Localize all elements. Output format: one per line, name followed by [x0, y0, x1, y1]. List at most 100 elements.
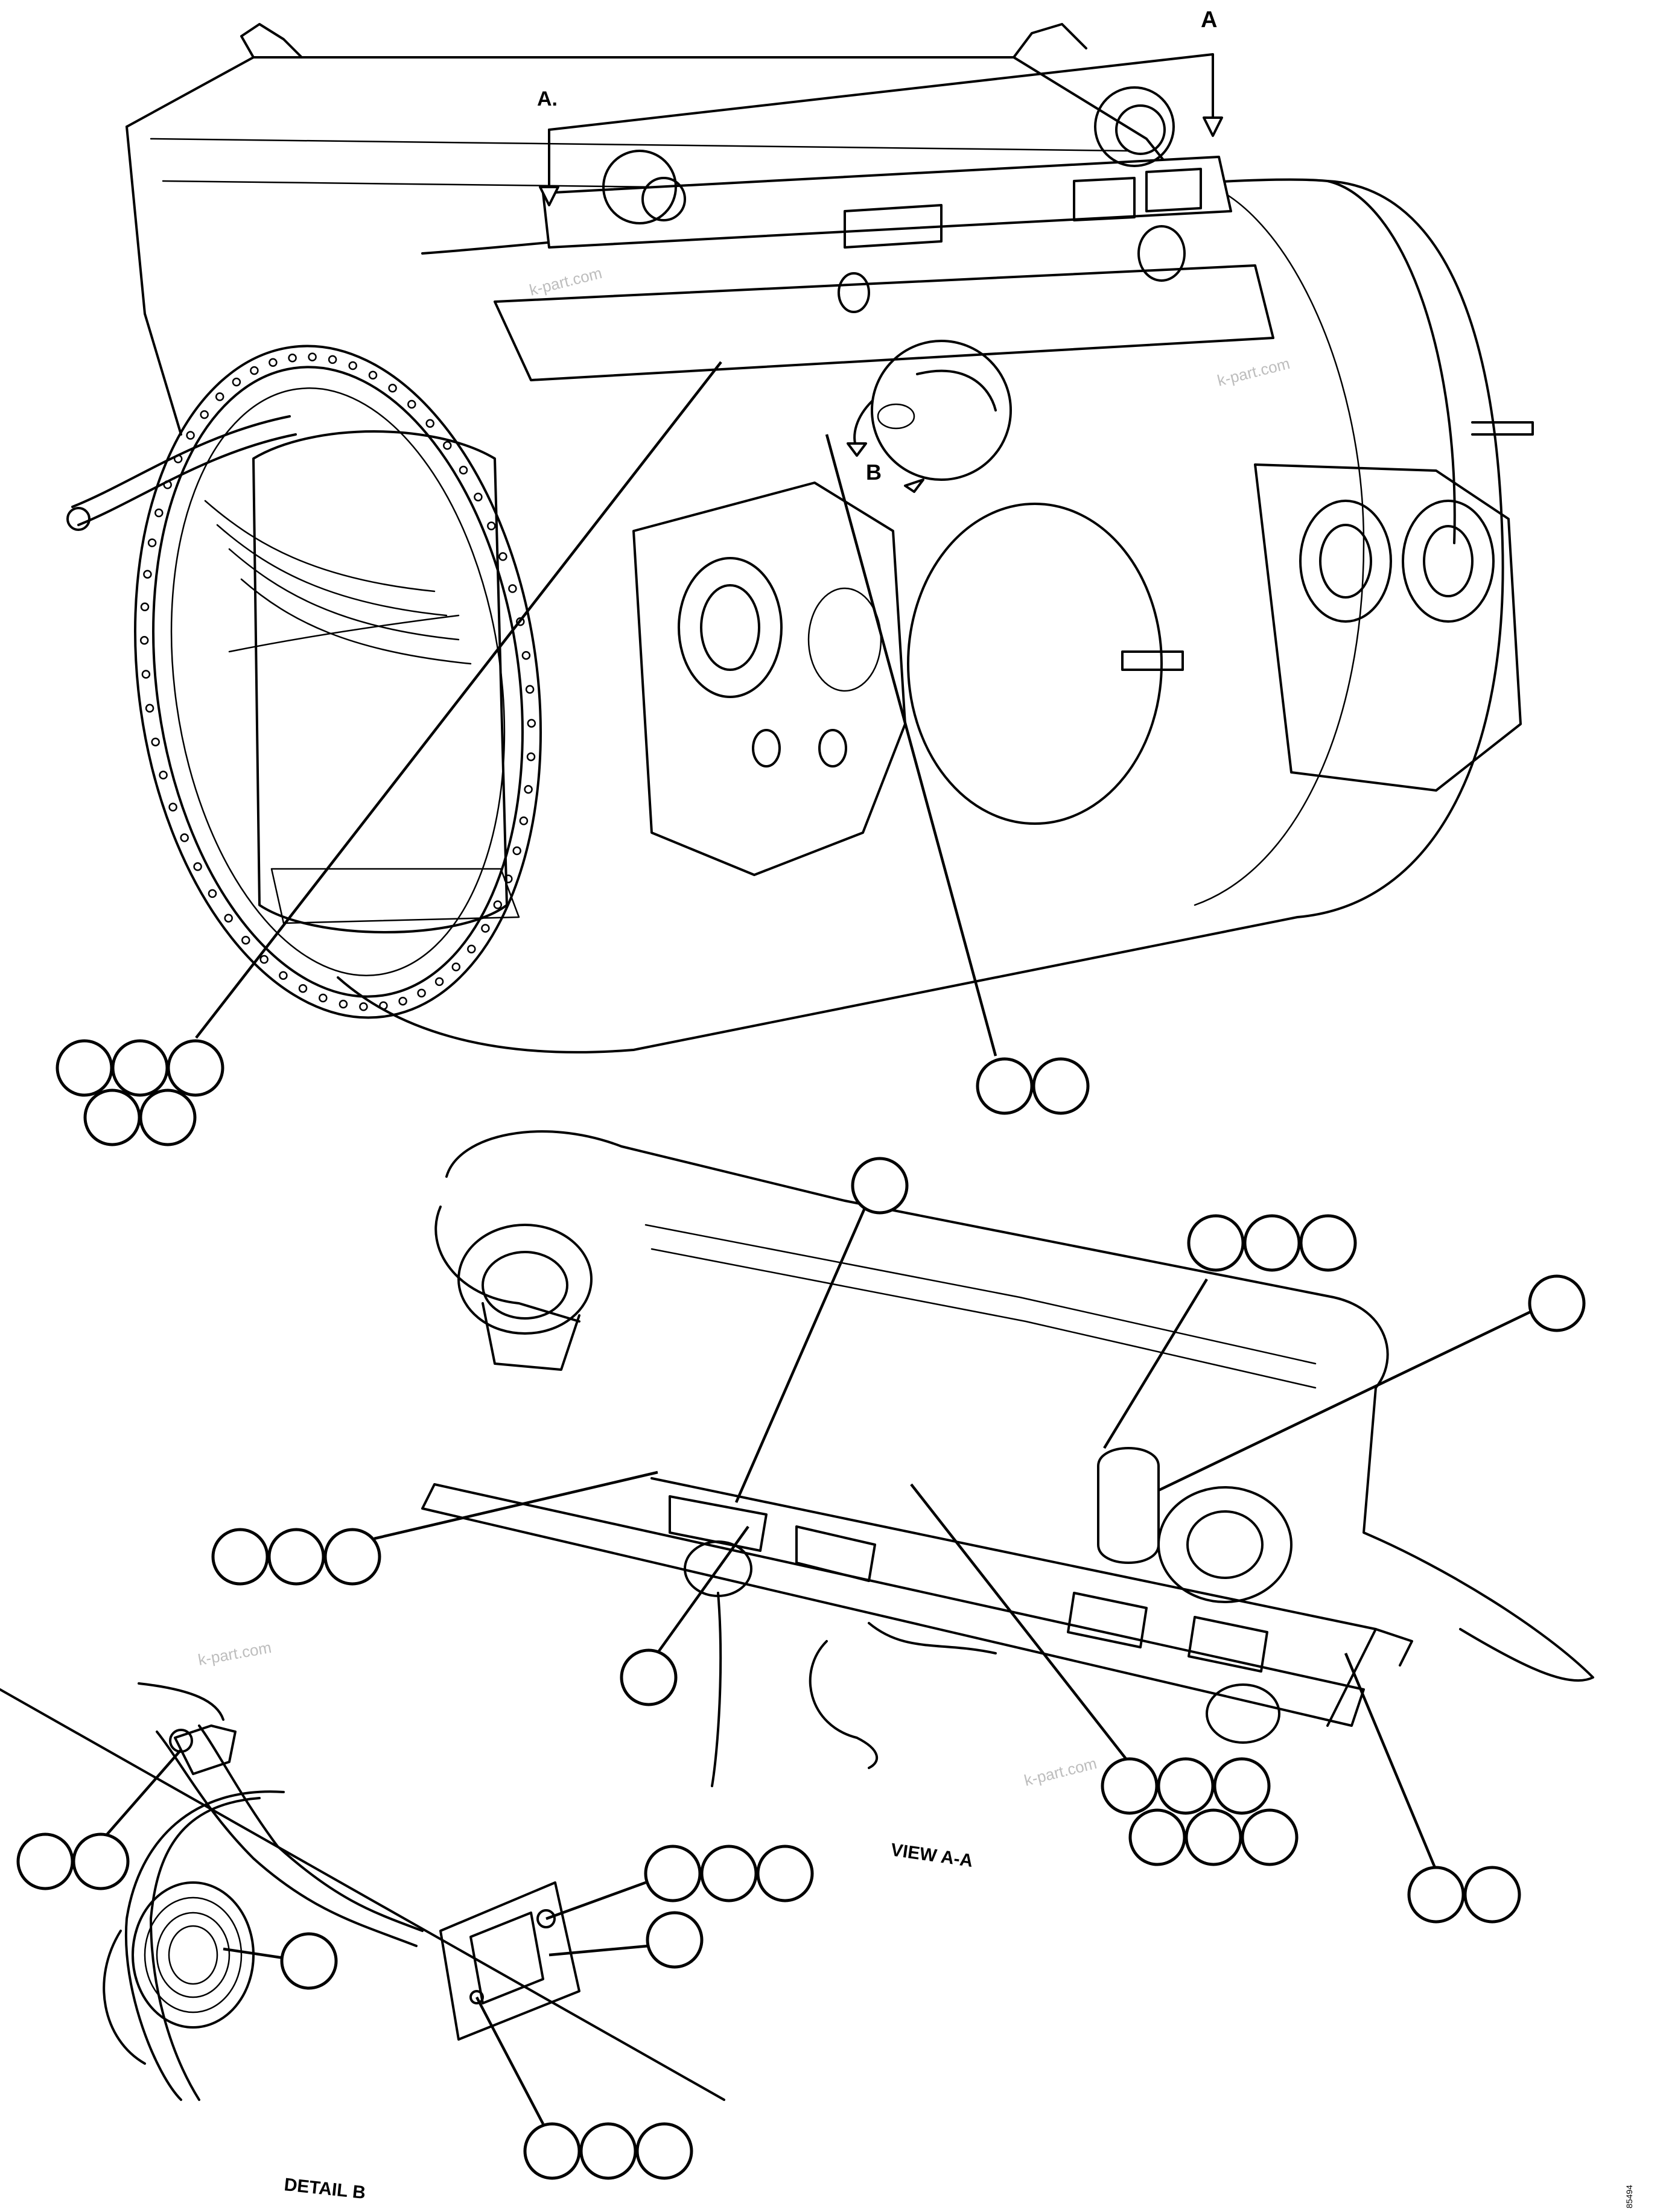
bolt-hole [425, 419, 434, 428]
bolt-hole [259, 955, 269, 964]
bolt-hole [451, 962, 461, 971]
callout-group-main-left [56, 1039, 224, 1146]
callout-group-detail-coil [280, 1932, 338, 1990]
bolt-hole [241, 935, 250, 945]
bolt-hole [151, 737, 160, 746]
detail-b [0, 1682, 725, 2125]
callout-balloon [1157, 1757, 1215, 1815]
callout-balloon [56, 1039, 113, 1097]
bolt-hole [298, 984, 308, 993]
flange-bolt-ring [139, 352, 536, 1011]
bolt-hole [168, 802, 177, 812]
callout-group-detail-left [16, 1832, 130, 1890]
callout-balloon [1184, 1808, 1242, 1866]
bolt-hole [388, 384, 397, 393]
callout-group-view-top [851, 1157, 909, 1215]
callout-balloon [644, 1845, 702, 1902]
watermark: k-part.com [197, 1638, 273, 1669]
callout-balloon [139, 1089, 197, 1146]
detail-marker-b: B [866, 460, 882, 485]
bolt-hole [200, 410, 209, 419]
bolt-hole [186, 431, 195, 440]
bolt-hole [139, 636, 149, 645]
callout-balloon [756, 1845, 814, 1902]
bolt-hole [143, 570, 152, 579]
bolt-hole [487, 521, 496, 530]
callout-balloon [976, 1057, 1034, 1115]
view-a-a-caption: VIEW A-A [889, 1840, 974, 1871]
bolt-hole [512, 846, 521, 856]
bolt-hole [443, 441, 452, 450]
callout-balloon [280, 1932, 338, 1990]
callout-balloon [1213, 1757, 1271, 1815]
callout-group-view-bottom-right [1407, 1866, 1521, 1924]
bolt-hole [147, 538, 157, 547]
bolt-hole [328, 355, 337, 364]
callout-group-detail-mid [646, 1911, 704, 1969]
callout-group-view-right [1528, 1274, 1586, 1332]
bolt-hole [467, 944, 476, 954]
bolt-hole [154, 508, 164, 518]
callout-balloon [72, 1832, 130, 1890]
callout-balloon [1528, 1274, 1586, 1332]
callout-group-view-left [211, 1528, 381, 1586]
bolt-hole [215, 392, 224, 401]
callout-group-view-bottom-left [620, 1648, 678, 1706]
callout-balloon [1241, 1808, 1299, 1866]
callout-group-view-bottom [1101, 1757, 1299, 1866]
bolt-hole [145, 704, 154, 713]
main-assembly-view [66, 23, 1534, 1057]
callout-balloon [83, 1089, 141, 1146]
callout-balloon [1101, 1757, 1159, 1815]
bolt-hole [141, 670, 151, 679]
callout-group-main-right [976, 1057, 1090, 1115]
callout-balloon [1243, 1214, 1301, 1272]
bolt-hole [379, 1001, 388, 1010]
bolt-hole [407, 399, 416, 409]
bolt-hole [159, 771, 168, 780]
bolt-hole [180, 833, 189, 842]
bolt-hole [140, 602, 150, 612]
callout-balloon [579, 2122, 637, 2180]
bolt-hole [208, 889, 217, 898]
bolt-hole [474, 492, 483, 501]
bolt-hole [224, 914, 233, 923]
detail-b-caption: DETAIL B [283, 2175, 366, 2203]
callout-balloon [323, 1528, 381, 1586]
bolt-hole [519, 816, 529, 825]
callout-balloon [700, 1845, 758, 1902]
bolt-hole [398, 996, 407, 1006]
callout-balloon [851, 1157, 909, 1215]
bolt-hole [481, 924, 490, 933]
bolt-hole [319, 993, 328, 1003]
callout-balloon [16, 1832, 74, 1890]
callout-balloon [1032, 1057, 1090, 1115]
watermark: k-part.com [1022, 1754, 1098, 1790]
bolt-hole [359, 1002, 368, 1011]
section-marker-a: A [1201, 7, 1217, 33]
bolt-hole [527, 719, 536, 728]
bolt-hole [193, 862, 202, 871]
watermark: k-part.com [1215, 354, 1291, 390]
callout-balloon [1463, 1866, 1521, 1924]
bolt-hole [498, 552, 507, 561]
callout-balloon [267, 1528, 325, 1586]
bolt-hole [288, 354, 297, 363]
bolt-hole [524, 785, 533, 794]
callout-group-detail-top [644, 1845, 814, 1902]
bolt-hole [339, 999, 348, 1009]
callout-balloon [211, 1528, 269, 1586]
bolt-hole [269, 358, 278, 367]
bolt-hole [493, 900, 503, 909]
section-marker-a-side: A. [537, 87, 558, 110]
callout-balloon [620, 1648, 678, 1706]
callout-balloon [167, 1039, 224, 1097]
bolt-hole [508, 584, 517, 593]
callout-balloon [1299, 1214, 1357, 1272]
watermark: k-part.com [527, 264, 603, 299]
bolt-hole [521, 650, 531, 660]
bolt-hole [417, 988, 426, 998]
callout-balloon [646, 1911, 704, 1969]
callout-balloon [1187, 1214, 1245, 1272]
